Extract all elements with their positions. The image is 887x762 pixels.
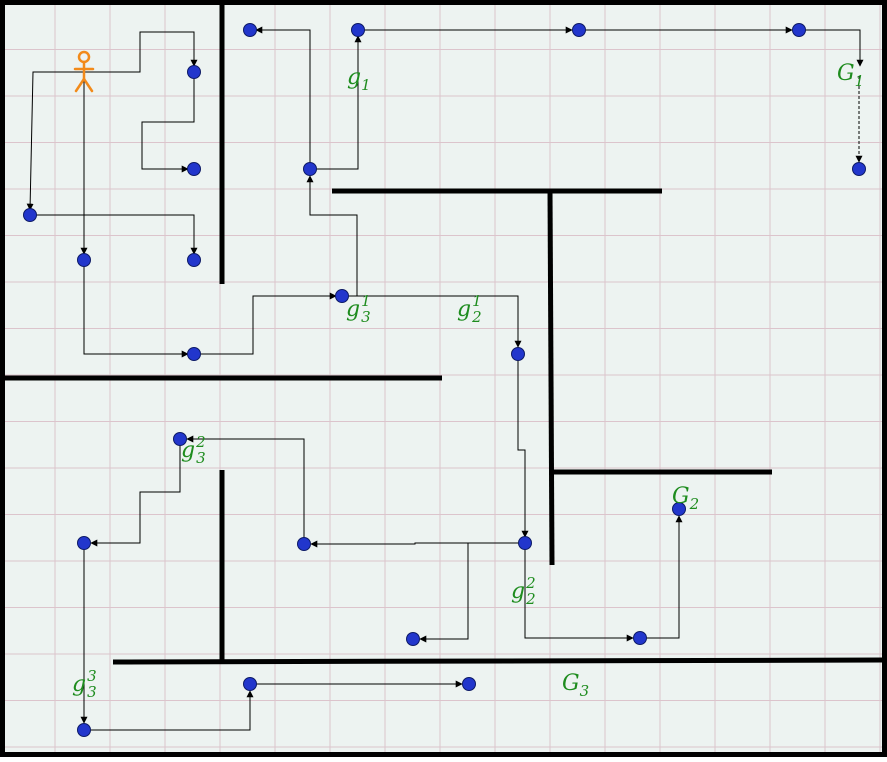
waypoint-node xyxy=(518,536,532,550)
waypoint-node xyxy=(173,432,187,446)
edge xyxy=(194,292,337,355)
waypoint-node xyxy=(297,537,311,551)
waypoint-node xyxy=(633,631,647,645)
waypoint-node xyxy=(335,289,349,303)
waypoint-node xyxy=(572,23,586,37)
waypoint-node xyxy=(243,23,257,37)
waypoint-node xyxy=(23,208,37,222)
waypoint-node xyxy=(303,162,317,176)
edge xyxy=(26,71,84,211)
waypoint-node xyxy=(77,536,91,550)
goal-node xyxy=(852,162,866,176)
edge xyxy=(517,354,529,538)
waypoint-node xyxy=(406,632,420,646)
edge xyxy=(524,543,634,642)
goal-node xyxy=(462,677,476,691)
waypoint-node xyxy=(187,253,201,267)
edge xyxy=(83,260,189,358)
edge xyxy=(342,295,522,348)
waypoint-node xyxy=(187,65,201,79)
edge xyxy=(84,690,254,731)
label-G3: G3 xyxy=(562,671,589,700)
goal-node xyxy=(672,502,686,516)
edge xyxy=(419,542,525,643)
waypoint-node xyxy=(511,347,525,361)
path-edges xyxy=(26,26,864,731)
waypoint-node xyxy=(77,253,91,267)
label-g1: g1 xyxy=(347,65,371,94)
waypoint-node xyxy=(351,23,365,37)
edge xyxy=(141,72,195,173)
edge xyxy=(30,214,198,255)
waypoints xyxy=(23,23,866,737)
waypoint-node xyxy=(187,162,201,176)
edge xyxy=(799,29,864,67)
person-icon xyxy=(73,50,95,93)
wall xyxy=(547,190,555,566)
edge xyxy=(310,35,362,170)
wall xyxy=(112,657,885,665)
edge xyxy=(186,435,305,544)
label-G1: G1 xyxy=(837,61,864,90)
edge xyxy=(255,26,311,169)
waypoint-node xyxy=(792,23,806,37)
edge xyxy=(84,31,198,73)
edge xyxy=(90,439,181,547)
waypoint-node xyxy=(187,347,201,361)
waypoint-node xyxy=(77,723,91,737)
waypoint-node xyxy=(243,677,257,691)
label-G2: G2 xyxy=(672,484,699,513)
edge xyxy=(640,515,683,639)
